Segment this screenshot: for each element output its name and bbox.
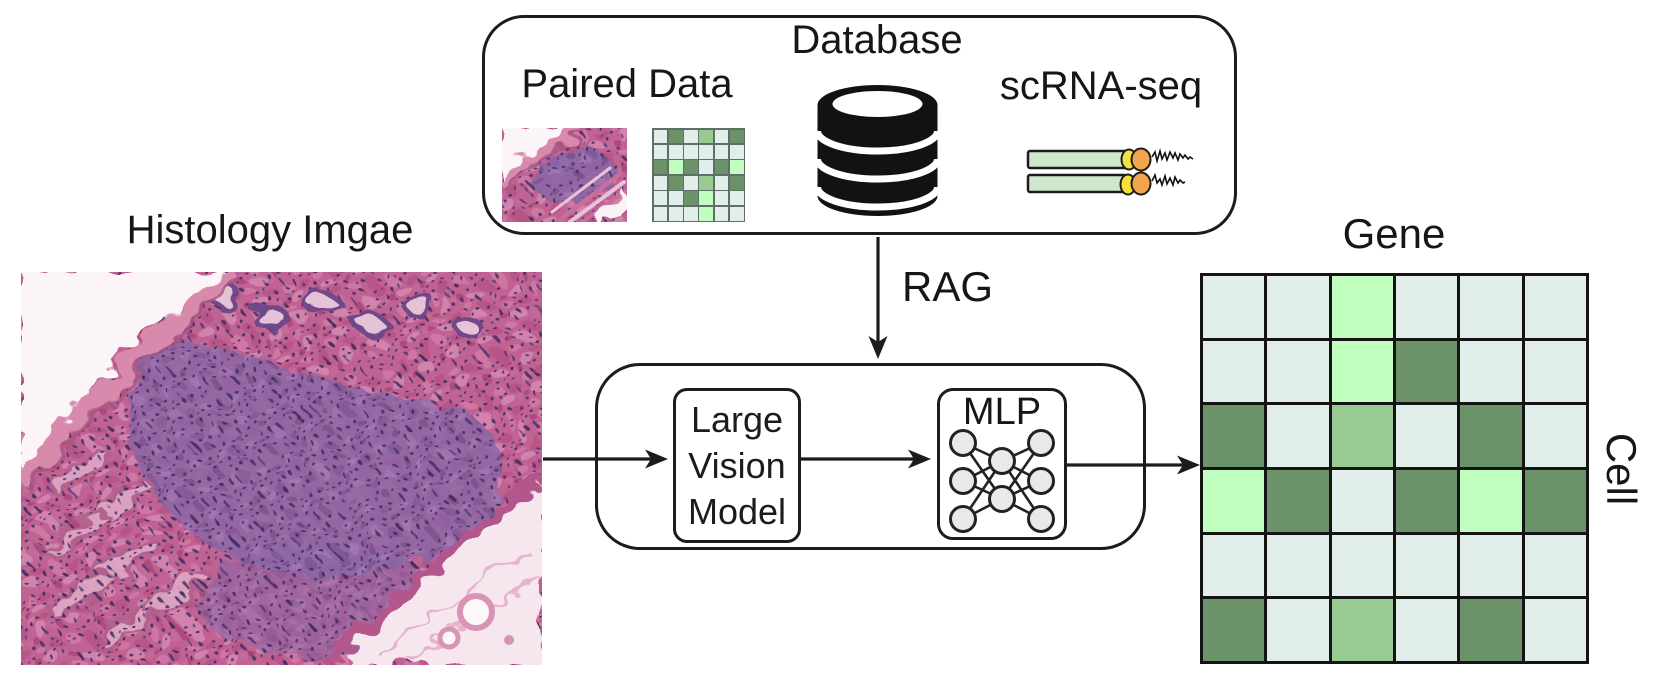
- heatmap-cell: [653, 206, 668, 221]
- heatmap-cell: [684, 144, 698, 159]
- heatmap-cell: [1524, 599, 1586, 661]
- heatmap-cell: [1203, 534, 1265, 597]
- heatmap-cell: [668, 144, 683, 159]
- heatmap-cell: [668, 160, 683, 175]
- heatmap-cell: [1395, 276, 1458, 338]
- heatmap-cell: [714, 144, 729, 159]
- heatmap-cell: [668, 175, 683, 190]
- heatmap-cell: [1395, 405, 1458, 467]
- heatmap-cell: [1267, 599, 1329, 661]
- heatmap-cell: [699, 206, 713, 221]
- heatmap-cell: [1460, 599, 1522, 661]
- heatmap-cell: [1267, 276, 1329, 338]
- heatmap-cell: [1460, 276, 1522, 338]
- heatmap-cell: [1331, 599, 1393, 661]
- database-panel: [482, 15, 1237, 235]
- histology-image-title: Histology Imgae: [126, 208, 414, 252]
- heatmap-cell: [653, 129, 668, 144]
- heatmap-cell: [684, 206, 698, 221]
- heatmap-cell: [1203, 340, 1265, 403]
- heatmap-cell: [1203, 469, 1265, 532]
- heatmap-cell: [1395, 340, 1458, 403]
- histology-image: [21, 272, 542, 665]
- heatmap-cell: [699, 144, 713, 159]
- model-panel: [595, 363, 1146, 550]
- heatmap-cell: [1203, 405, 1265, 467]
- heatmap-cell: [699, 129, 713, 144]
- mlp-label: MLP: [962, 391, 1042, 433]
- large-vision-model-label: Large Vision Model: [687, 398, 787, 532]
- heatmap-cell: [1395, 534, 1458, 597]
- heatmap-cell: [1395, 599, 1458, 661]
- heatmap-cell: [653, 144, 668, 159]
- heatmap-cell: [714, 206, 729, 221]
- heatmap-cell: [729, 144, 744, 159]
- heatmap-cell: [729, 129, 744, 144]
- heatmap-cell: [1267, 340, 1329, 403]
- heatmap-cell: [729, 160, 744, 175]
- cell-axis-label: Cell: [1598, 432, 1645, 506]
- heatmap-cell: [684, 160, 698, 175]
- heatmap-cell: [1524, 405, 1586, 467]
- heatmap-cell: [1460, 469, 1522, 532]
- histology-thumbnail: [502, 128, 627, 222]
- heatmap-cell: [653, 175, 668, 190]
- gene-expression-matrix: [1200, 273, 1589, 664]
- heatmap-cell: [653, 160, 668, 175]
- heatmap-cell: [699, 191, 713, 206]
- heatmap-cell: [729, 175, 744, 190]
- heatmap-cell: [1203, 276, 1265, 338]
- heatmap-cell: [1331, 340, 1393, 403]
- heatmap-cell: [1460, 405, 1522, 467]
- heatmap-cell: [668, 191, 683, 206]
- heatmap-cell: [1524, 469, 1586, 532]
- database-cylinder-icon: [815, 85, 940, 216]
- heatmap-cell: [684, 129, 698, 144]
- mlp-box: MLP: [937, 388, 1067, 540]
- heatmap-cell: [1460, 340, 1522, 403]
- heatmap-cell: [729, 206, 744, 221]
- heatmap-cell: [684, 191, 698, 206]
- heatmap-cell: [699, 175, 713, 190]
- scrna-seq-label: scRNA-seq: [999, 64, 1203, 108]
- heatmap-cell: [684, 175, 698, 190]
- heatmap-cell: [699, 160, 713, 175]
- database-panel-title: Database: [791, 18, 963, 62]
- heatmap-cell: [1460, 534, 1522, 597]
- heatmap-cell: [1203, 599, 1265, 661]
- heatmap-cell: [1331, 276, 1393, 338]
- heatmap-cell: [729, 191, 744, 206]
- heatmap-cell: [714, 129, 729, 144]
- heatmap-cell: [1331, 534, 1393, 597]
- heatmap-cell: [1267, 469, 1329, 532]
- heatmap-cell: [714, 175, 729, 190]
- heatmap-cell: [1331, 405, 1393, 467]
- heatmap-cell: [714, 191, 729, 206]
- heatmap-cell: [653, 191, 668, 206]
- heatmap-cell: [714, 160, 729, 175]
- heatmap-cell: [1524, 276, 1586, 338]
- large-vision-model-box: Large Vision Model: [673, 388, 801, 543]
- heatmap-cell: [1524, 534, 1586, 597]
- rag-label: RAG: [902, 263, 994, 310]
- rna-reads-icon: [1026, 147, 1194, 196]
- heatmap-cell: [1267, 534, 1329, 597]
- heatmap-cell: [668, 206, 683, 221]
- paired-expression-heatmap: [652, 128, 745, 222]
- mlp-network-icon: [949, 429, 1055, 533]
- heatmap-cell: [1524, 340, 1586, 403]
- heatmap-cell: [1331, 469, 1393, 532]
- heatmap-cell: [1395, 469, 1458, 532]
- paired-data-label: Paired Data: [521, 62, 733, 106]
- heatmap-cell: [668, 129, 683, 144]
- heatmap-cell: [1267, 405, 1329, 467]
- gene-axis-label: Gene: [1342, 210, 1446, 257]
